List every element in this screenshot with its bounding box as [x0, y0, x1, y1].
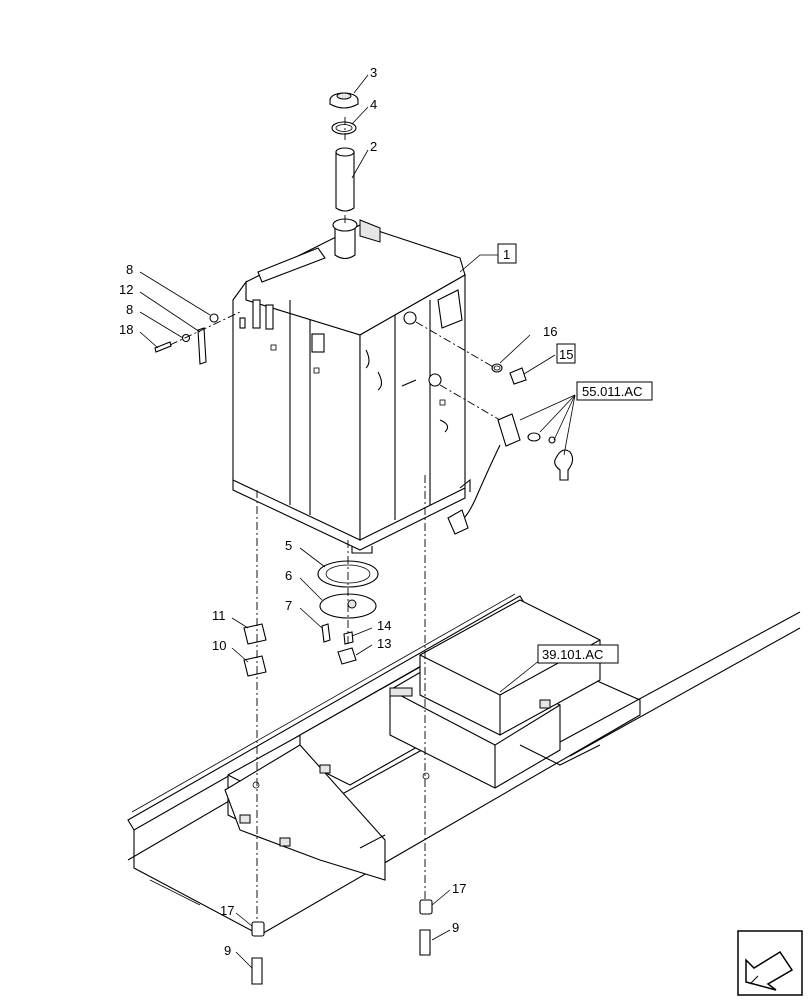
filler-parts [329, 92, 359, 212]
callout-1-box [497, 243, 517, 264]
ref-55011-box [576, 381, 653, 401]
callout-1: 1 [503, 247, 510, 262]
callout-15: 15 [559, 347, 573, 362]
page-nav-arrow-icon[interactable] [737, 930, 803, 996]
callout-18: 18 [119, 322, 133, 337]
callout-8-lower: 8 [126, 302, 133, 317]
ref-39101-box [537, 644, 619, 664]
callout-5: 5 [285, 538, 292, 553]
assembly-lines [169, 117, 501, 920]
callout-16: 16 [543, 324, 557, 339]
callout-2: 2 [370, 139, 377, 154]
ref-55011[interactable]: 55.011.AC [582, 384, 642, 399]
callout-12: 12 [119, 282, 133, 297]
left-fasteners [154, 313, 219, 365]
leader-lines [139, 74, 576, 969]
callout-8-upper: 8 [126, 262, 133, 277]
callout-11: 11 [212, 608, 226, 623]
mount-fasteners [251, 899, 433, 985]
ref-39101[interactable]: 39.101.AC [542, 647, 603, 662]
callout-4: 4 [370, 97, 377, 112]
callout-labels: 3 4 2 1 8 12 8 18 16 15 55.011.AC 5 6 7 … [119, 65, 653, 958]
fuel-tank [232, 218, 471, 554]
right-fittings [447, 363, 574, 535]
callout-13: 13 [377, 636, 391, 651]
callout-17-right: 17 [452, 881, 466, 896]
callout-9-right: 9 [452, 920, 459, 935]
callout-7: 7 [285, 598, 292, 613]
callout-15-box [556, 343, 576, 364]
callout-17-left: 17 [220, 903, 234, 918]
callout-3: 3 [370, 65, 377, 80]
callout-9-left: 9 [224, 943, 231, 958]
callout-14: 14 [377, 618, 391, 633]
chassis-frame [127, 593, 801, 936]
callout-10: 10 [212, 638, 226, 653]
callout-6: 6 [285, 568, 292, 583]
